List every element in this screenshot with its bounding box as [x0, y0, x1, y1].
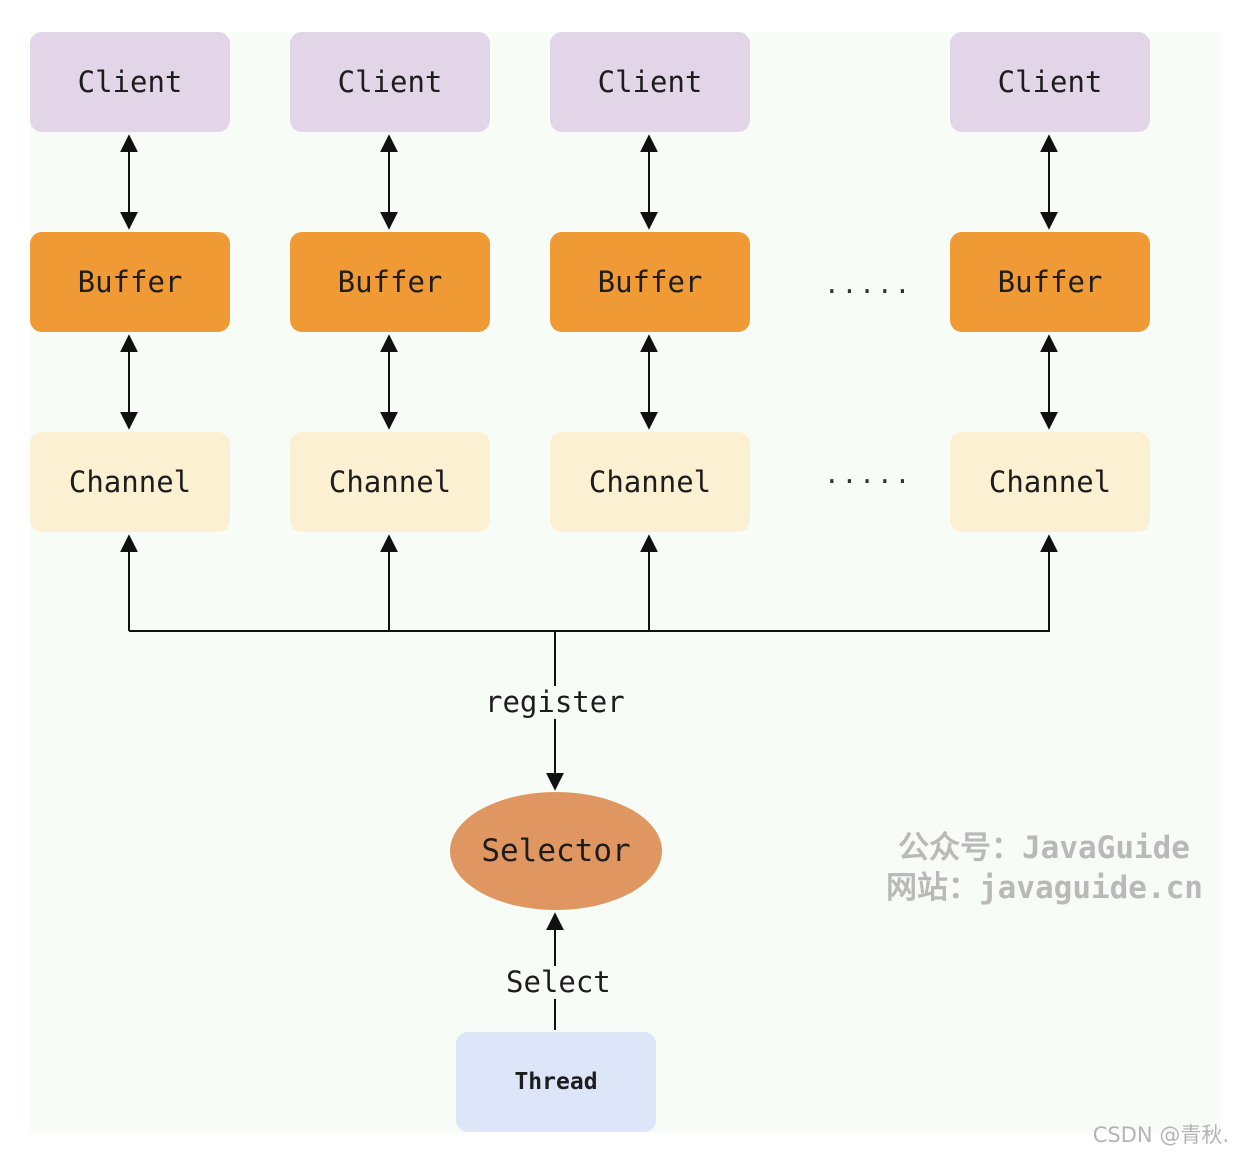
- channel-box: Channel: [950, 432, 1150, 532]
- thread-box: Thread: [456, 1032, 656, 1132]
- channel-ellipsis: .....: [824, 460, 913, 490]
- diagram-canvas: [30, 32, 1220, 1132]
- buffer-box: Buffer: [30, 232, 230, 332]
- watermark-line2: 网站：javaguide.cn: [886, 870, 1203, 906]
- watermark-line1: 公众号：JavaGuide: [898, 830, 1190, 866]
- client-box: Client: [550, 32, 750, 132]
- buffer-box: Buffer: [950, 232, 1150, 332]
- channel-box: Channel: [290, 432, 490, 532]
- buffer-ellipsis: .....: [824, 270, 913, 300]
- credit-text: CSDN @青秋.: [1092, 1123, 1229, 1147]
- buffer-box: Buffer: [550, 232, 750, 332]
- channel-box: Channel: [30, 432, 230, 532]
- channel-box: Channel: [550, 432, 750, 532]
- client-box: Client: [950, 32, 1150, 132]
- selector-ellipse: Selector: [450, 792, 662, 910]
- register-label: register: [483, 685, 627, 719]
- client-box: Client: [290, 32, 490, 132]
- client-box: Client: [30, 32, 230, 132]
- select-label: Select: [504, 965, 613, 999]
- buffer-box: Buffer: [290, 232, 490, 332]
